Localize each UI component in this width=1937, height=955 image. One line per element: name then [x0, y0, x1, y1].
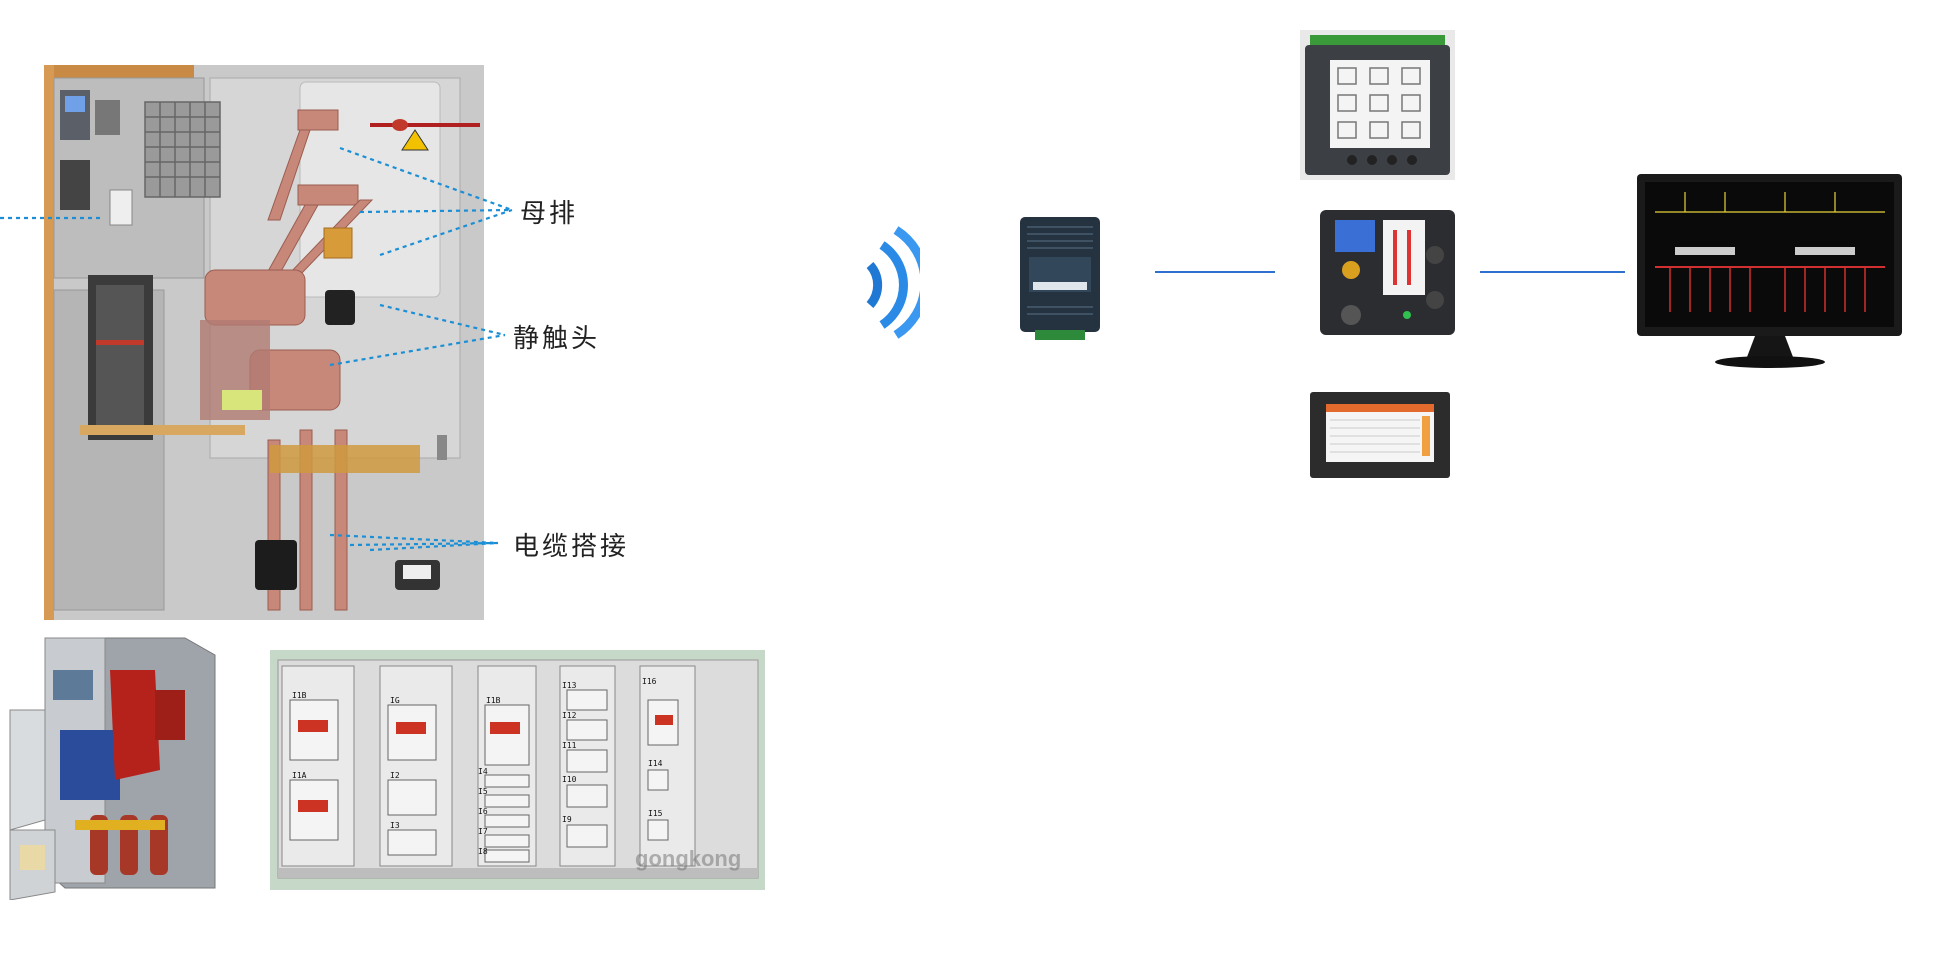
panel-tag: I7 [478, 827, 488, 836]
panel-tag: I12 [562, 711, 577, 720]
switchgear-controller-device [1320, 210, 1455, 335]
callout-busbar: 母排 [520, 199, 579, 229]
lv-panel-lineup: I1B I1A IG I2 I3 I1B I4 I5 I6 I7 I8 I13 … [270, 650, 765, 890]
panel-tag: I5 [478, 787, 488, 796]
panel-tag: I4 [478, 767, 488, 776]
link-line [1155, 271, 1275, 273]
panel-tag: I6 [478, 807, 488, 816]
panel-tag: I10 [562, 775, 577, 784]
panel-tag: I1A [292, 771, 307, 780]
power-meter-device [1300, 30, 1455, 180]
panel-tag: I2 [390, 771, 400, 780]
link-line [1480, 271, 1625, 273]
touch-screen-device [1310, 392, 1450, 478]
panel-tag: I16 [642, 677, 657, 686]
callout-cable-joint: 电缆搭接 [513, 532, 630, 562]
panel-tag: I15 [648, 809, 663, 818]
mv-switchgear-illustration [9, 637, 216, 900]
temperature-collector-device [1020, 217, 1100, 340]
panel-tag: I1B [292, 691, 307, 700]
callout-lines [0, 146, 513, 552]
watermark: gongkong [635, 846, 742, 871]
panel-tag: I1B [486, 696, 501, 705]
switchgear-cutaway-illustration [44, 65, 484, 620]
panel-tag: I9 [562, 815, 572, 824]
monitor-device [1637, 174, 1902, 368]
callout-static-contact: 静触头 [513, 324, 601, 354]
panel-tag: I14 [648, 759, 663, 768]
panel-tag: IG [390, 696, 400, 705]
panel-tag: I3 [390, 821, 400, 830]
panel-tag: I13 [562, 681, 577, 690]
panel-tag: I11 [562, 741, 577, 750]
wireless-signal-icon [866, 226, 920, 339]
panel-tag: I8 [478, 847, 488, 856]
